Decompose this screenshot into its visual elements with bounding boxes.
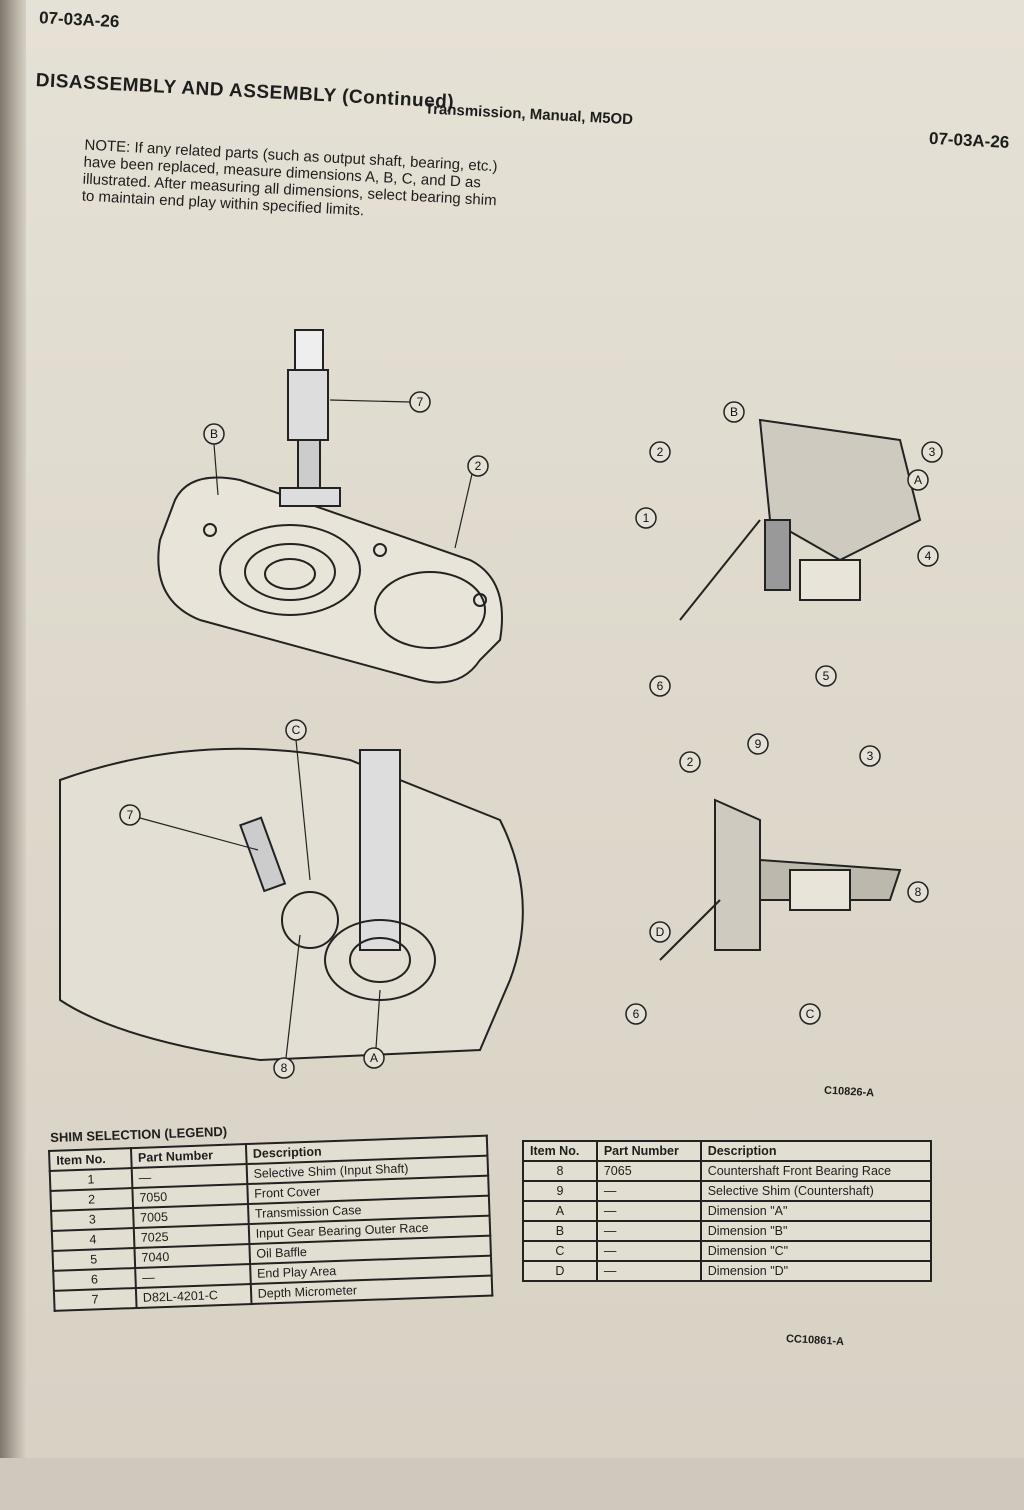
diagram-canvas: 7 B 2 C 7 8 A B 2 3 A 1 4 6 5 9 2 3 8 D … bbox=[59, 329, 943, 1079]
callout-label: A bbox=[914, 473, 922, 487]
callout-B-right bbox=[723, 401, 745, 423]
callout-2-right-bottom bbox=[679, 751, 701, 773]
transmission-case-drawing bbox=[59, 747, 524, 1062]
callout-8-left bbox=[273, 1057, 295, 1079]
table-row: C—Dimension "C" bbox=[522, 1240, 933, 1262]
callout-3-right bbox=[921, 441, 943, 463]
callout-label: 3 bbox=[867, 749, 874, 763]
callout-label: 5 bbox=[823, 669, 830, 683]
page-binding bbox=[0, 0, 26, 1458]
callout-label: B bbox=[730, 405, 738, 419]
callout-label: 4 bbox=[925, 549, 932, 563]
callout-label: C bbox=[806, 1007, 815, 1021]
callout-A-left bbox=[363, 1047, 385, 1069]
manual-page: 07-03A-26 DISASSEMBLY AND ASSEMBLY (Cont… bbox=[0, 0, 1024, 1458]
callout-3-right-bottom bbox=[859, 745, 881, 767]
callout-label: 6 bbox=[657, 679, 664, 693]
callout-D-right bbox=[649, 921, 671, 943]
callout-label: B bbox=[210, 427, 218, 441]
front-cover-drawing bbox=[157, 476, 503, 684]
callout-C-right bbox=[799, 1003, 821, 1025]
callout-label: D bbox=[656, 925, 665, 939]
table-row: D—Dimension "D" bbox=[522, 1260, 933, 1282]
callout-label: 6 bbox=[633, 1007, 640, 1021]
table-row: A—Dimension "A" bbox=[522, 1200, 933, 1222]
table-row: B—Dimension "B" bbox=[522, 1220, 933, 1242]
callout-5-right bbox=[815, 665, 837, 687]
col-header: Description bbox=[699, 1140, 933, 1162]
callout-2-top bbox=[467, 455, 489, 477]
callout-label: 2 bbox=[687, 755, 694, 769]
callout-1-right bbox=[635, 507, 657, 529]
table-row: 9—Selective Shim (Countershaft) bbox=[522, 1180, 933, 1202]
callout-A-right bbox=[907, 469, 929, 491]
callout-6-right-top bbox=[649, 675, 671, 697]
callout-label: 7 bbox=[127, 808, 134, 822]
callout-9-right bbox=[747, 733, 769, 755]
callout-label: 8 bbox=[281, 1061, 288, 1075]
callout-label: 7 bbox=[417, 395, 424, 409]
callout-8-right bbox=[907, 881, 929, 903]
callout-2-right bbox=[649, 441, 671, 463]
callout-label: 2 bbox=[657, 445, 664, 459]
callout-7-bottom bbox=[119, 804, 141, 826]
callout-label: 2 bbox=[475, 459, 482, 473]
callout-label: 9 bbox=[755, 737, 762, 751]
col-header: Item No. bbox=[522, 1140, 598, 1162]
col-header: Part Number bbox=[595, 1140, 702, 1162]
callout-6-right-bottom bbox=[625, 1003, 647, 1025]
callout-label: 3 bbox=[929, 445, 936, 459]
callout-label: 8 bbox=[915, 885, 922, 899]
section-view-bottom bbox=[714, 798, 761, 951]
callout-label: C bbox=[292, 723, 301, 737]
callout-label: A bbox=[370, 1051, 378, 1065]
callout-label: 1 bbox=[643, 511, 650, 525]
shim-legend-table-left: Item No. Part Number Description 1—Selec… bbox=[48, 1134, 494, 1312]
callout-4-right bbox=[917, 545, 939, 567]
section-view-top bbox=[758, 418, 922, 562]
